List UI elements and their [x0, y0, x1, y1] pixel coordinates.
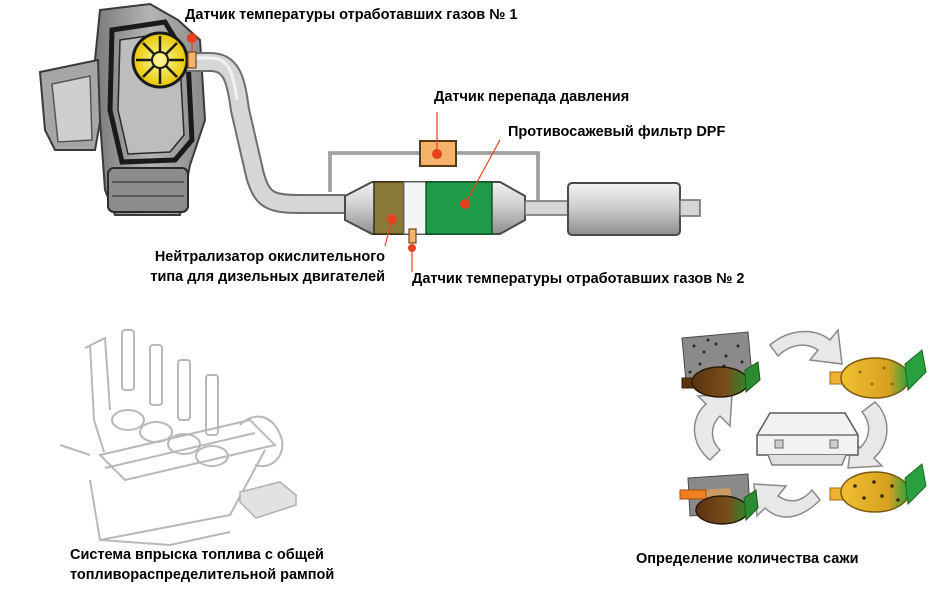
temperature-sensor-icon — [408, 228, 417, 244]
label-oxidation-catalyst-line2: типа для дизельных двигателей — [150, 269, 385, 285]
turbocharger-icon — [131, 31, 189, 89]
label-oxidation-catalyst: Нейтрализатор окислительного типа для ди… — [145, 247, 385, 287]
oxidation-catalyst-icon — [373, 181, 405, 235]
dpf-canister-bottom-left — [679, 489, 759, 525]
engine-icon — [38, 2, 207, 216]
common-rail-ecu — [238, 481, 298, 519]
exhaust-pipe-icon — [185, 52, 345, 214]
temperature-sensor-icon — [187, 51, 197, 69]
label-temp-sensor-2: Датчик температуры отработавших газов № … — [412, 271, 745, 287]
dpf-canister-bottom-right — [829, 463, 927, 513]
ecu-icon — [756, 412, 859, 466]
label-common-rail-line2: топливораспределительной рампой — [70, 567, 335, 583]
label-oxidation-catalyst-line1: Нейтрализатор окислительного — [154, 249, 385, 265]
pressure-lines-inner — [329, 152, 539, 200]
dpf-canister-top-left — [681, 361, 761, 398]
label-pressure-sensor: Датчик перепада давления — [434, 89, 630, 105]
common-rail-icon — [59, 329, 284, 547]
label-soot-detection: Определение количества сажи — [636, 551, 859, 567]
label-temp-sensor-1: Датчик температуры отработавших газов № … — [185, 7, 518, 23]
tail-pipe — [524, 200, 571, 216]
dpf-canister-top-right — [829, 349, 927, 399]
label-dpf-filter: Противосажевый фильтр DPF — [508, 124, 726, 140]
catalyst-gap — [403, 181, 427, 235]
dpf-icon — [425, 181, 493, 235]
muffler-icon — [567, 182, 701, 236]
label-common-rail-line1: Система впрыска топлива с общей — [70, 547, 324, 563]
label-common-rail: Система впрыска топлива с общей топливор… — [70, 545, 334, 585]
